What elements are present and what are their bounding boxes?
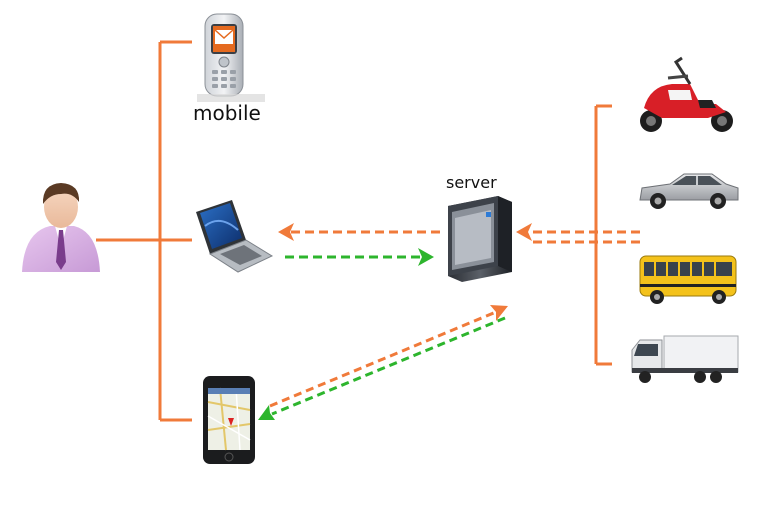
arrow-vehicles-to-server (516, 223, 640, 244)
right-connector-tree (594, 104, 612, 366)
server-box-icon (448, 196, 512, 282)
truck-icon (631, 335, 739, 383)
arrow-server-to-laptop (278, 223, 440, 241)
smartphone-map-icon (203, 376, 255, 464)
laptop-icon (196, 200, 274, 273)
feature-phone-icon (197, 13, 265, 102)
person-icon (22, 183, 100, 272)
mobile-label: mobile (193, 101, 261, 125)
server-label: server (446, 173, 497, 192)
scooter-icon (640, 56, 733, 132)
car-icon (639, 173, 739, 209)
arrow-laptop-to-server (285, 248, 434, 266)
arrow-smartphone-to-server (269, 305, 508, 408)
bus-icon (639, 255, 737, 304)
phone-reflection (197, 94, 265, 102)
arrow-server-to-smartphone (258, 316, 506, 420)
left-connector-tree (96, 40, 192, 422)
